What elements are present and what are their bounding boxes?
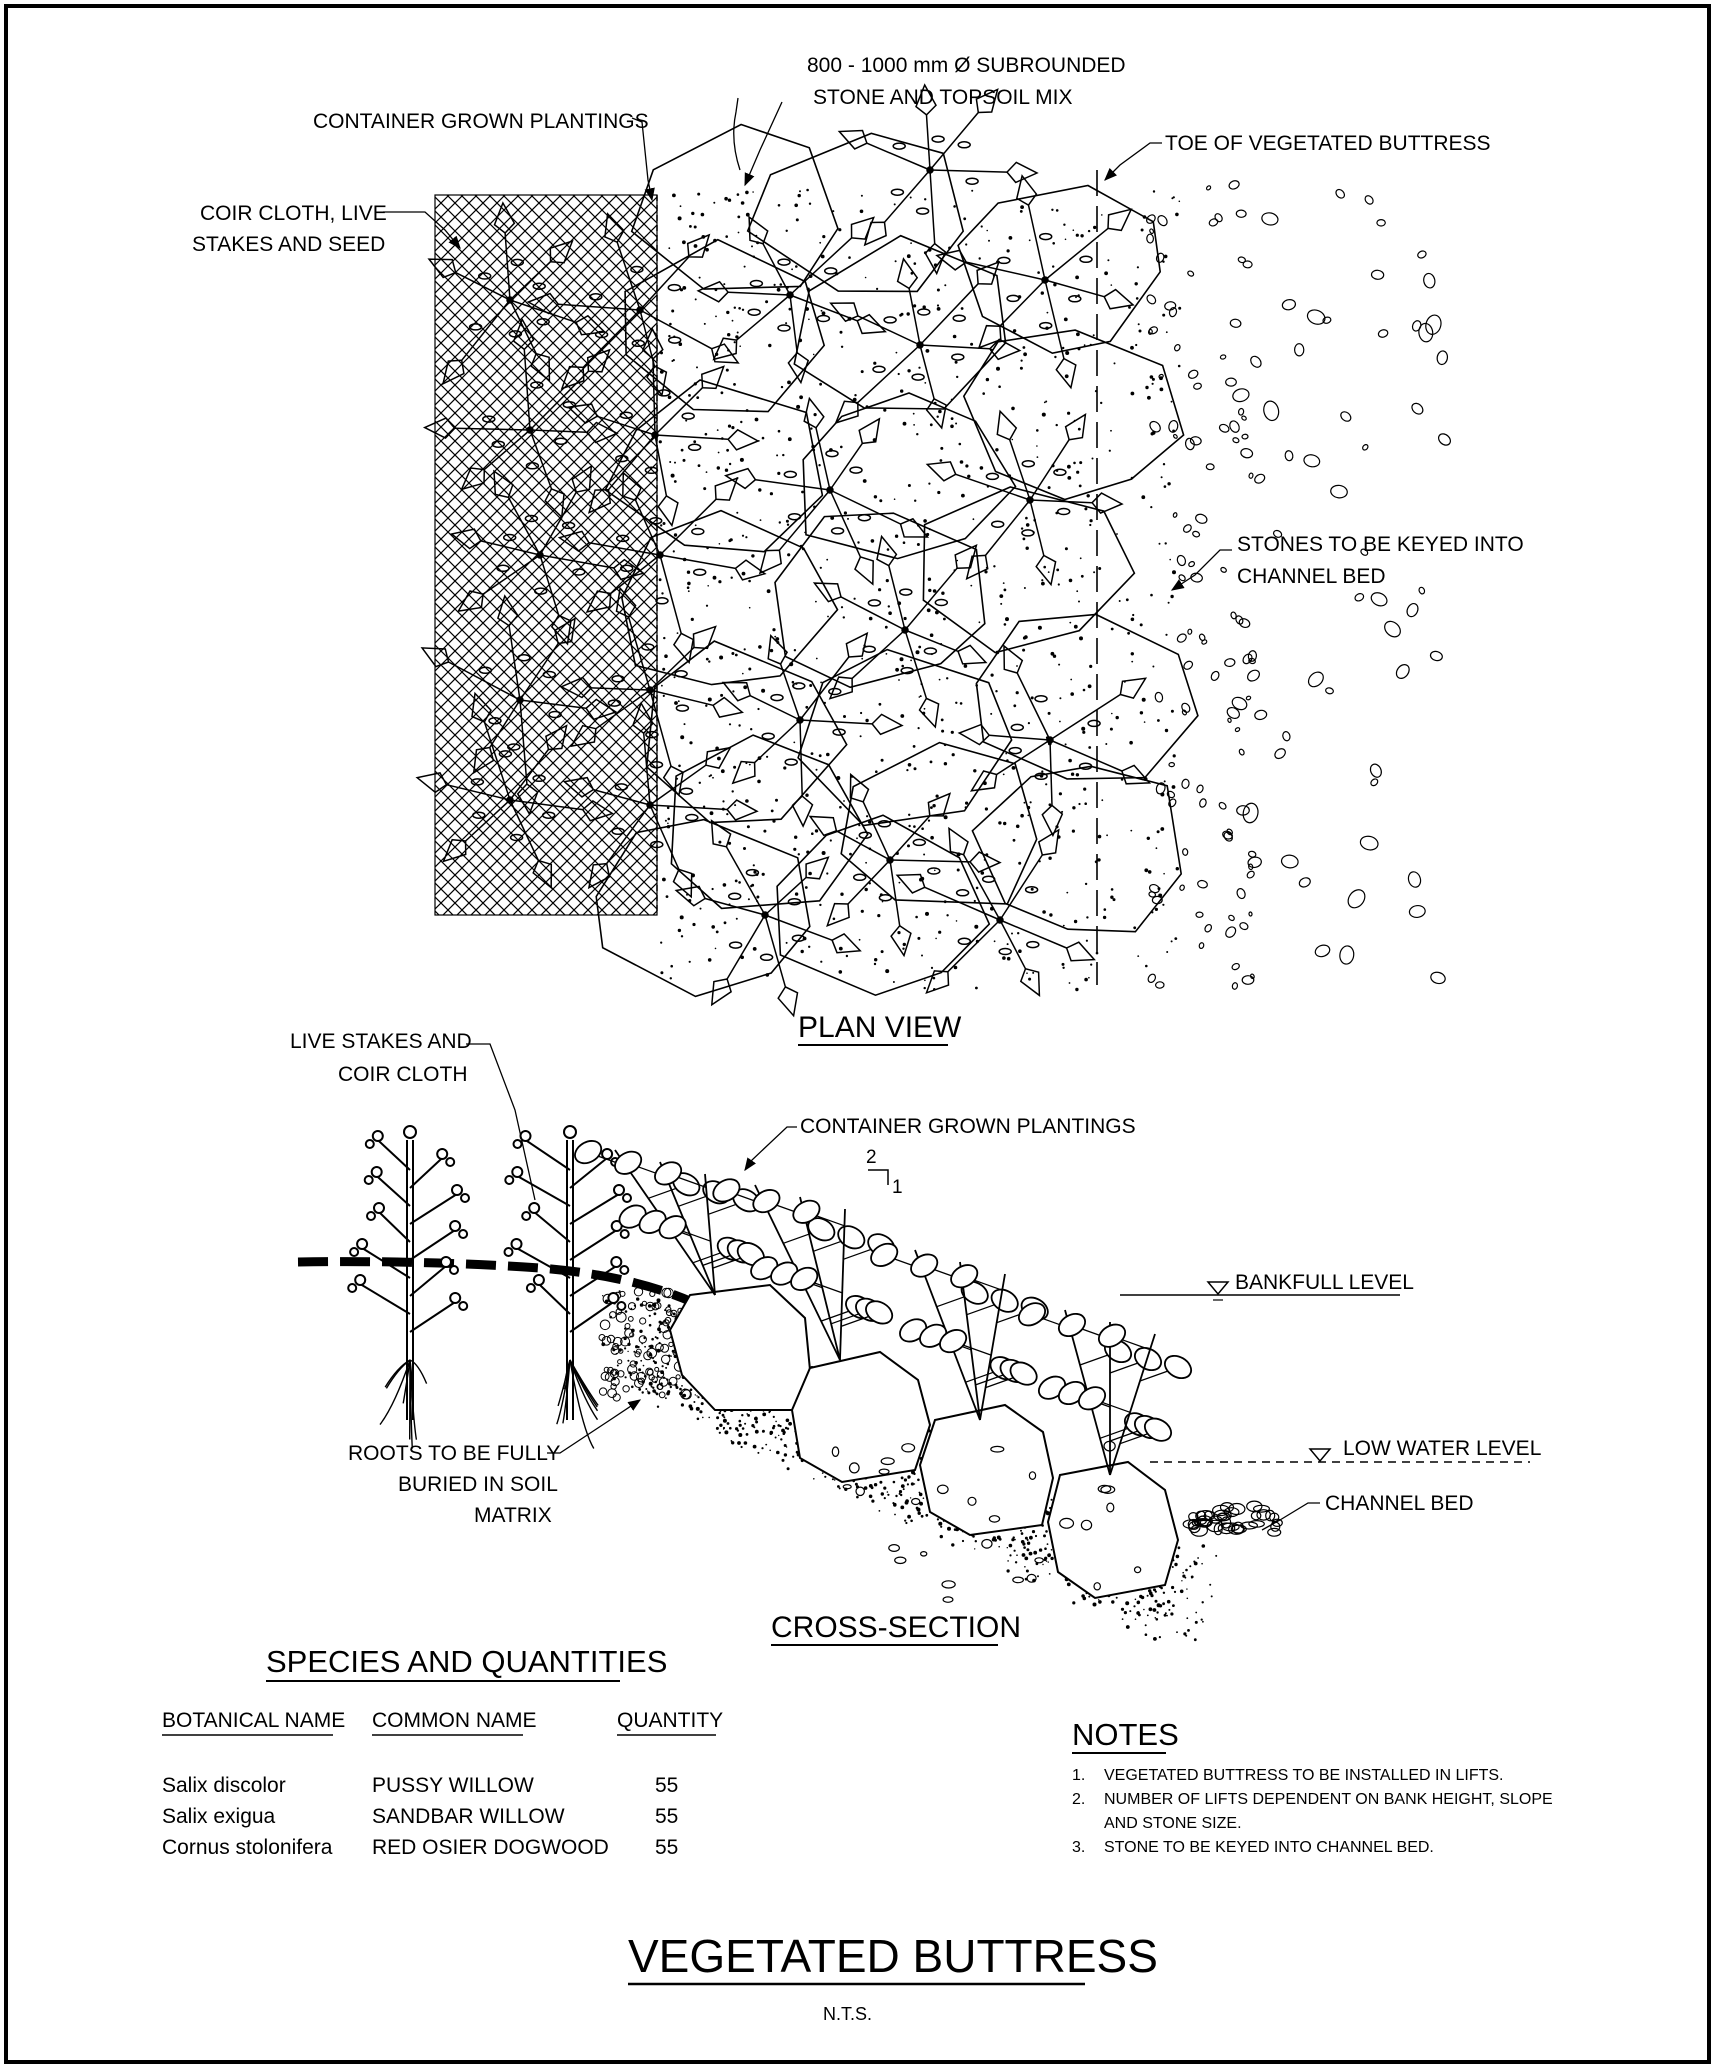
note-item: 3. STONE TO BE KEYED INTO CHANNEL BED. bbox=[1072, 1839, 1434, 1856]
note-number: 2. bbox=[1072, 1791, 1085, 1808]
coir-label-2: STAKES AND SEED bbox=[192, 233, 385, 256]
stone-mix-leader bbox=[733, 97, 741, 171]
row-common: SANDBAR WILLOW bbox=[372, 1805, 565, 1828]
table-row: Salix exigua SANDBAR WILLOW 55 bbox=[162, 1805, 678, 1828]
toe-arrow bbox=[1104, 142, 1162, 181]
col-common-name: COMMON NAME bbox=[372, 1709, 537, 1732]
keyed-label-2: CHANNEL BED bbox=[1237, 565, 1386, 588]
note-item: 1. VEGETATED BUTTRESS TO BE INSTALLED IN… bbox=[1072, 1767, 1504, 1784]
toe-label: TOE OF VEGETATED BUTTRESS bbox=[1165, 132, 1491, 155]
plan-channel-pebbles bbox=[1146, 180, 1451, 990]
slope-indicator bbox=[868, 1169, 889, 1185]
roots-label-2: BURIED IN SOIL bbox=[398, 1473, 558, 1496]
row-common: RED OSIER DOGWOOD bbox=[372, 1836, 609, 1859]
stakes-label-2: COIR CLOTH bbox=[338, 1063, 468, 1086]
row-common: PUSSY WILLOW bbox=[372, 1774, 534, 1797]
stone-mix-arrow bbox=[744, 101, 783, 187]
note-text: NUMBER OF LIFTS DEPENDENT ON BANK HEIGHT… bbox=[1104, 1791, 1553, 1808]
table-row: Cornus stolonifera RED OSIER DOGWOOD 55 bbox=[162, 1836, 678, 1859]
coir-cloth-hatch bbox=[434, 194, 658, 916]
drawing-scale: N.T.S. bbox=[823, 2004, 872, 2024]
section-container-plantings bbox=[574, 1140, 1193, 1476]
section-channel-pebbles bbox=[831, 1440, 1283, 1603]
col-botanical-name: BOTANICAL NAME bbox=[162, 1709, 345, 1732]
channel-bed-leader bbox=[1261, 1502, 1320, 1531]
roots-label-1: ROOTS TO BE FULLY bbox=[348, 1442, 560, 1465]
note-text: STONE TO BE KEYED INTO CHANNEL BED. bbox=[1104, 1839, 1434, 1856]
bankfull-label: BANKFULL LEVEL bbox=[1235, 1271, 1414, 1294]
container-plantings-arrow bbox=[631, 117, 655, 202]
note-number: 3. bbox=[1072, 1839, 1085, 1856]
plan-view: 800 - 1000 mm Ø SUBROUNDED STONE AND TOP… bbox=[192, 54, 1524, 1046]
note-item: 2. NUMBER OF LIFTS DEPENDENT ON BANK HEI… bbox=[1072, 1791, 1553, 1832]
note-text-cont: AND STONE SIZE. bbox=[1104, 1815, 1242, 1832]
roots-label-3: MATRIX bbox=[474, 1504, 552, 1527]
low-water-marker-icon bbox=[1308, 1448, 1332, 1463]
drawing-title: VEGETATED BUTTRESS bbox=[628, 1930, 1158, 1982]
section-live-stakes bbox=[347, 1125, 632, 1449]
coir-label-1: COIR CLOTH, LIVE bbox=[200, 202, 387, 225]
stone-mix-label-1: 800 - 1000 mm Ø SUBROUNDED bbox=[807, 54, 1126, 77]
bankfull-marker-icon bbox=[1206, 1281, 1230, 1296]
note-text: VEGETATED BUTTRESS TO BE INSTALLED IN LI… bbox=[1104, 1767, 1504, 1784]
container-plantings-label: CONTAINER GROWN PLANTINGS bbox=[313, 110, 649, 133]
notes-heading: NOTES bbox=[1072, 1717, 1179, 1752]
keyed-label-1: STONES TO BE KEYED INTO bbox=[1237, 533, 1524, 556]
table-row: Salix discolor PUSSY WILLOW 55 bbox=[162, 1774, 678, 1797]
row-botanical: Salix discolor bbox=[162, 1774, 286, 1797]
cross-section-title: CROSS-SECTION bbox=[771, 1611, 1021, 1644]
existing-grade-line bbox=[297, 1257, 694, 1307]
species-table: SPECIES AND QUANTITIES BOTANICAL NAME CO… bbox=[162, 1644, 723, 1859]
container-plantings-section-label: CONTAINER GROWN PLANTINGS bbox=[800, 1115, 1136, 1138]
slope-h: 2 bbox=[866, 1147, 877, 1168]
row-quantity: 55 bbox=[655, 1774, 678, 1797]
col-quantity: QUANTITY bbox=[617, 1709, 723, 1732]
channel-bed-label: CHANNEL BED bbox=[1325, 1492, 1474, 1515]
plan-plantings bbox=[415, 83, 1152, 1018]
note-number: 1. bbox=[1072, 1767, 1085, 1784]
row-botanical: Salix exigua bbox=[162, 1805, 276, 1828]
species-heading: SPECIES AND QUANTITIES bbox=[266, 1644, 667, 1679]
section-stones bbox=[668, 1283, 1180, 1600]
stakes-leader bbox=[466, 1043, 536, 1201]
stone-mix-label-2: STONE AND TOPSOIL MIX bbox=[813, 86, 1072, 109]
row-quantity: 55 bbox=[655, 1836, 678, 1859]
row-quantity: 55 bbox=[655, 1805, 678, 1828]
plan-view-title: PLAN VIEW bbox=[798, 1011, 962, 1044]
slope-v: 1 bbox=[892, 1177, 903, 1198]
drawing-title-block: VEGETATED BUTTRESS N.T.S. bbox=[628, 1930, 1158, 2024]
roots-arrow bbox=[547, 1399, 642, 1454]
keyed-arrow bbox=[1170, 549, 1232, 591]
sheet-border bbox=[4, 4, 1711, 2064]
low-water-label: LOW WATER LEVEL bbox=[1343, 1437, 1541, 1460]
coir-arrow bbox=[383, 211, 461, 249]
stakes-label-1: LIVE STAKES AND bbox=[290, 1030, 472, 1053]
notes: NOTES 1. VEGETATED BUTTRESS TO BE INSTAL… bbox=[1072, 1717, 1553, 1856]
cross-section: 2 1 LIVE STAKES AND COIR CLOTH CONTAINER… bbox=[290, 1030, 1541, 1646]
container-plantings-section-arrow bbox=[744, 1126, 797, 1172]
row-botanical: Cornus stolonifera bbox=[162, 1836, 333, 1859]
